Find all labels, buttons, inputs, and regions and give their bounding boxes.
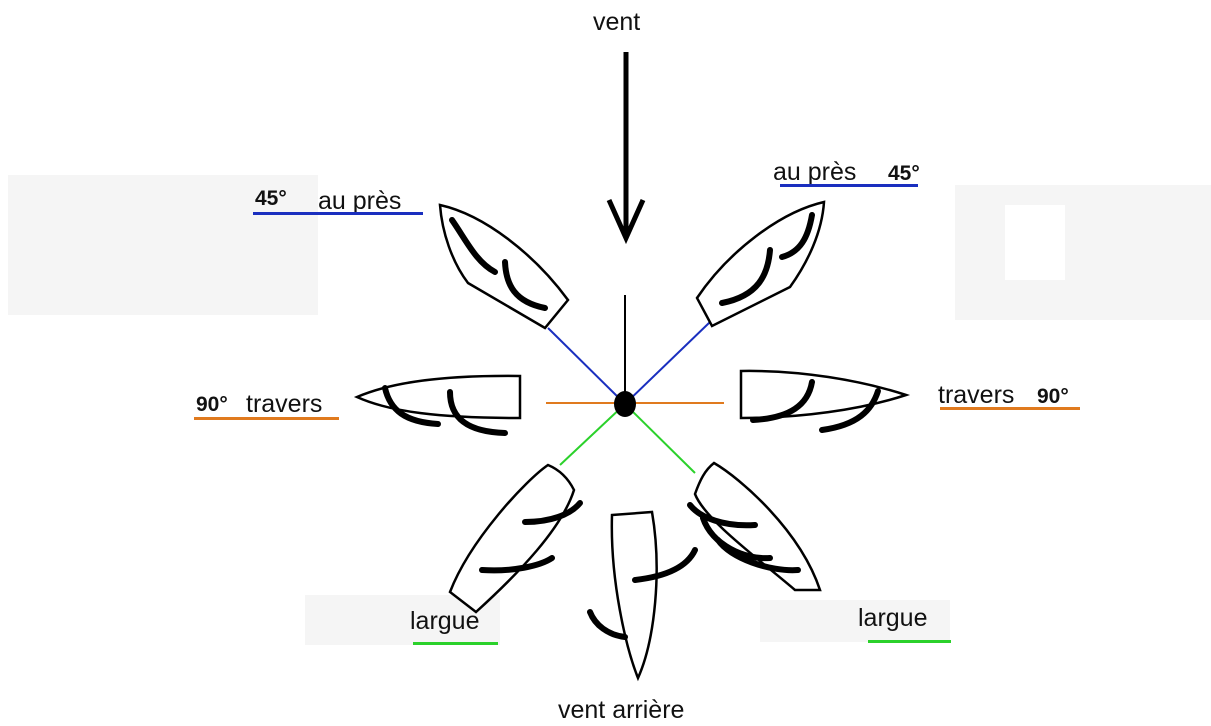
beam-reach-left-angle: 90° xyxy=(196,393,228,416)
broad-reach-left-line xyxy=(559,403,626,466)
close-hauled-left-angle: 45° xyxy=(255,187,287,210)
boat-beam-reach-right xyxy=(739,369,911,433)
close-hauled-left-label: au près xyxy=(318,187,402,215)
close-hauled-right-label: au près xyxy=(773,158,857,186)
beam-reach-left-label: travers xyxy=(246,390,323,418)
broad-reach-right-label: largue xyxy=(858,604,928,632)
background-patch xyxy=(760,600,950,642)
boat-close-hauled-right xyxy=(695,200,826,328)
close-hauled-left-underline xyxy=(253,212,423,215)
close-hauled-right-line xyxy=(624,321,711,405)
close-hauled-right-underline xyxy=(780,184,918,187)
broad-reach-right-line xyxy=(624,403,696,474)
beam-reach-right-underline xyxy=(940,407,1080,410)
center-pivot xyxy=(614,391,636,417)
beam-reach-right-angle: 90° xyxy=(1037,385,1069,408)
beam-reach-right-label: travers xyxy=(938,381,1015,409)
background-patch xyxy=(1005,205,1065,280)
background-patch xyxy=(8,175,318,315)
wind-arrow xyxy=(606,52,646,245)
broad-reach-right-underline xyxy=(868,640,951,643)
boat-close-hauled-left xyxy=(438,203,570,330)
wind-label: vent xyxy=(593,8,641,36)
boat-downwind xyxy=(587,510,698,682)
boat-broad-reach-left xyxy=(448,463,583,614)
beam-reach-left-underline xyxy=(194,417,339,420)
background-patches xyxy=(8,175,1211,645)
background-patch xyxy=(955,185,1211,320)
close-hauled-right-angle: 45° xyxy=(888,162,920,185)
boat-broad-reach-right xyxy=(687,461,822,592)
boat-beam-reach-left xyxy=(353,374,522,436)
broad-reach-left-label: largue xyxy=(410,607,480,635)
broad-reach-left-underline xyxy=(413,642,498,645)
downwind-label: vent arrière xyxy=(558,696,685,724)
close-hauled-left-line xyxy=(547,327,626,405)
